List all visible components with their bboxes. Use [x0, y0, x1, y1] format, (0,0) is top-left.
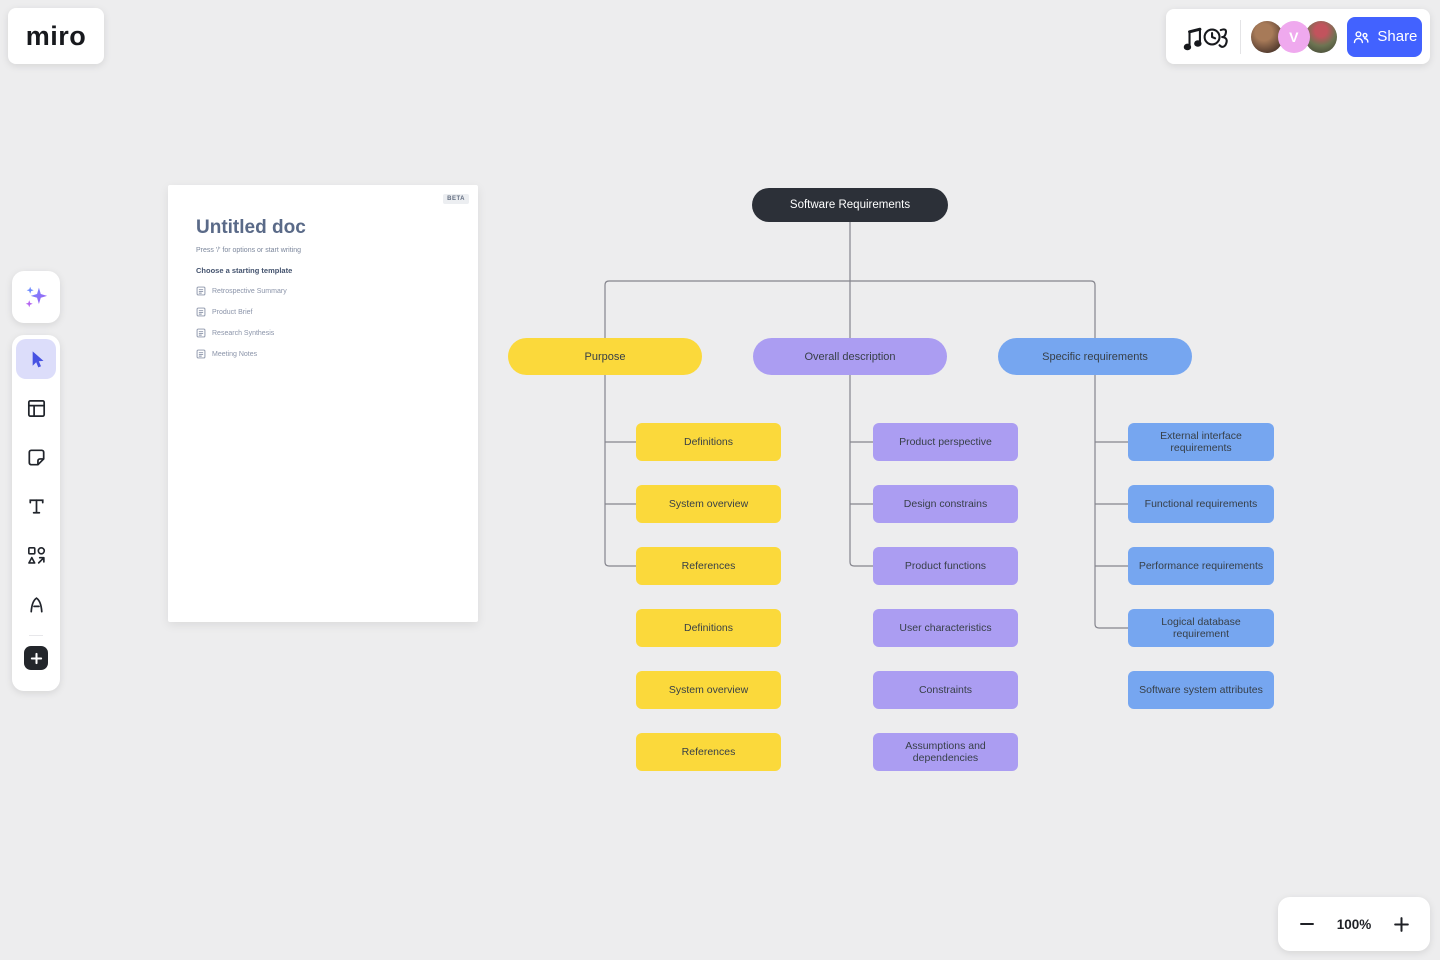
mindmap-leaf-product-functions-2-3[interactable]: Product functions — [873, 547, 1018, 585]
zoom-in-icon — [1393, 916, 1409, 932]
miro-logo-card[interactable]: miro — [8, 8, 104, 64]
mindmap-branch-overall-description[interactable]: Overall description — [753, 338, 947, 375]
template-item-label: Meeting Notes — [212, 350, 258, 358]
sticky-note-icon — [27, 448, 45, 466]
template-item-retrospective-summary[interactable]: Retrospective Summary — [196, 286, 464, 296]
zoom-controls: 100% — [1278, 897, 1430, 951]
cursor-icon — [32, 350, 43, 367]
tool-select[interactable] — [16, 339, 56, 379]
mindmap-leaf-definitions-1-1[interactable]: Definitions — [636, 423, 781, 461]
mindmap-leaf-performance-requirements-3-3[interactable]: Performance requirements — [1128, 547, 1274, 585]
document-icon — [196, 286, 206, 296]
ai-sparkles-icon — [25, 286, 48, 308]
template-item-meeting-notes[interactable]: Meeting Notes — [196, 349, 464, 359]
toolbar-divider — [29, 635, 43, 636]
topbar: V Share — [1166, 9, 1430, 64]
add-more-tools-button[interactable] — [24, 646, 48, 670]
doc-panel[interactable]: BETA Untitled doc Press '/' for options … — [168, 185, 478, 622]
template-item-label: Retrospective Summary — [212, 287, 287, 295]
zoom-out-button[interactable] — [1292, 909, 1322, 939]
document-icon — [196, 349, 206, 359]
templates-heading: Choose a starting template — [196, 266, 293, 275]
template-item-product-brief[interactable]: Product Brief — [196, 307, 464, 317]
mindmap-leaf-system-overview-1-2[interactable]: System overview — [636, 485, 781, 523]
mindmap-leaf-functional-requirements-3-2[interactable]: Functional requirements — [1128, 485, 1274, 523]
shapes-icon — [27, 546, 45, 564]
tool-pen[interactable] — [16, 584, 56, 624]
mindmap-leaf-external-interface-requirements-3-1[interactable]: External interface requirements — [1128, 423, 1274, 461]
template-item-research-synthesis[interactable]: Research Synthesis — [196, 328, 464, 338]
document-icon — [196, 328, 206, 338]
doc-hint: Press '/' for options or start writing — [196, 247, 301, 254]
share-button-label: Share — [1377, 28, 1418, 45]
mindmap-branch-specific-requirements[interactable]: Specific requirements — [998, 338, 1192, 375]
mindmap-branch-purpose[interactable]: Purpose — [508, 338, 702, 375]
mindmap-leaf-references-1-3[interactable]: References — [636, 547, 781, 585]
doc-title[interactable]: Untitled doc — [196, 217, 306, 238]
avatar-collaborator-3[interactable] — [1304, 20, 1337, 53]
miro-logo: miro — [25, 20, 87, 51]
text-icon — [28, 498, 44, 514]
frame-icon — [27, 399, 45, 417]
ai-assistant-button[interactable] — [12, 271, 60, 323]
template-item-label: Research Synthesis — [212, 329, 275, 337]
pen-arc-icon — [29, 596, 43, 613]
zoom-level[interactable]: 100% — [1336, 916, 1372, 932]
avatar-collaborator-2[interactable]: V — [1277, 20, 1310, 53]
music-doodle-icon — [1183, 27, 1228, 50]
tool-sticky-note[interactable] — [16, 437, 56, 477]
tool-shapes[interactable] — [16, 535, 56, 575]
share-people-icon — [1354, 31, 1369, 44]
document-icon — [196, 307, 206, 317]
tool-text[interactable] — [16, 486, 56, 526]
mindmap-leaf-software-system-attributes-3-5[interactable]: Software system attributes — [1128, 671, 1274, 709]
mindmap-leaf-references-1-6[interactable]: References — [636, 733, 781, 771]
mindmap-leaf-user-characteristics-2-4[interactable]: User characteristics — [873, 609, 1018, 647]
template-item-label: Product Brief — [212, 308, 253, 316]
toolbar — [12, 335, 60, 691]
mindmap-leaf-design-constrains-2-2[interactable]: Design constrains — [873, 485, 1018, 523]
beta-badge: BETA — [443, 194, 469, 204]
zoom-in-button[interactable] — [1386, 909, 1416, 939]
mindmap-root-node[interactable]: Software Requirements — [752, 188, 948, 222]
mindmap-leaf-logical-database-requirement-3-4[interactable]: Logical database requirement — [1128, 609, 1274, 647]
avatar-collaborator-1[interactable] — [1250, 20, 1283, 53]
topbar-divider — [1240, 19, 1241, 54]
mindmap-leaf-assumptions-and-dependencies-2-6[interactable]: Assumptions and dependencies — [873, 733, 1018, 771]
tool-frames[interactable] — [16, 388, 56, 428]
mindmap-leaf-product-perspective-2-1[interactable]: Product perspective — [873, 423, 1018, 461]
collaborator-avatars: V — [1250, 20, 1337, 53]
mindmap-leaf-system-overview-1-5[interactable]: System overview — [636, 671, 781, 709]
plus-icon — [30, 652, 42, 664]
mindmap-leaf-constraints-2-5[interactable]: Constraints — [873, 671, 1018, 709]
share-button[interactable]: Share — [1346, 16, 1422, 57]
mindmap-leaf-definitions-1-4[interactable]: Definitions — [636, 609, 781, 647]
zoom-out-icon — [1300, 923, 1314, 925]
